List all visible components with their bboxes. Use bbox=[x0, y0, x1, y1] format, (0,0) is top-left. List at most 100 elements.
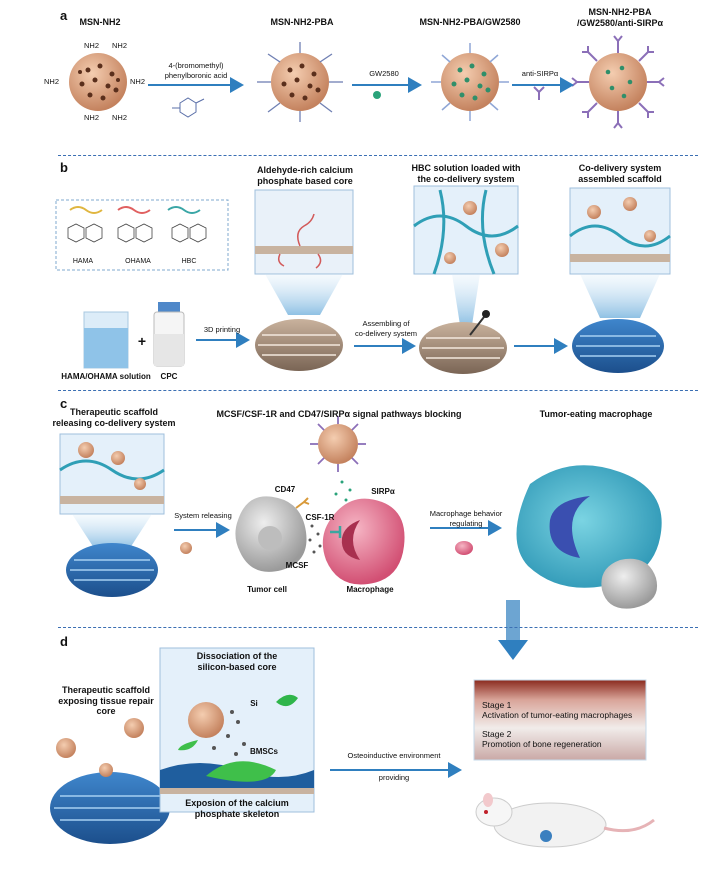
zoom-hbc bbox=[413, 185, 519, 325]
solution-label: HAMA/OHAMA solution bbox=[61, 372, 151, 381]
osteo-1: Osteoinductive environment bbox=[347, 751, 441, 760]
macrophage-label: Macrophage bbox=[346, 585, 394, 594]
pathway-title: MCSF/CSF-1R and CD47/SIRPα signal pathwa… bbox=[216, 409, 462, 419]
macrophage bbox=[322, 498, 405, 585]
panel-a-letter: a bbox=[60, 8, 68, 23]
exposion-2: phosphate skeleton bbox=[194, 809, 280, 819]
cpc-vial bbox=[153, 302, 185, 367]
polymer-hama: HAMA bbox=[72, 258, 94, 265]
divider-cd bbox=[58, 627, 698, 628]
msn-nh2-particle bbox=[69, 53, 127, 111]
zoom-core bbox=[254, 189, 354, 315]
core-title-2: phosphate based core bbox=[257, 176, 353, 186]
stage1-text: Activation of tumor-eating macrophages bbox=[482, 710, 633, 720]
bmsc-cell-small bbox=[178, 740, 198, 751]
title-msn-antibody-1: MSN-NH2-PBA bbox=[588, 7, 652, 17]
cpc-label: CPC bbox=[160, 372, 178, 381]
mcsf-label: MCSF bbox=[285, 561, 309, 570]
mcsf-dots bbox=[308, 524, 322, 554]
csf1r-label: CSF-1R bbox=[305, 513, 335, 522]
zoom-assembled bbox=[569, 187, 671, 318]
title-msn-antibody-2: /GW2580/anti-SIRPα bbox=[576, 18, 664, 28]
assembled-title-2: assembled scaffold bbox=[578, 174, 662, 184]
core-title-1: Aldehyde-rich calcium bbox=[256, 165, 354, 175]
cd47-receptor bbox=[295, 497, 310, 509]
scaffold-blue-c bbox=[66, 543, 158, 597]
scaffold-release-title-1: Therapeutic scaffold bbox=[69, 407, 159, 417]
nh2-label-6: NH2 bbox=[112, 113, 128, 122]
reagent-gw2580: GW2580 bbox=[369, 69, 399, 78]
si-label: Si bbox=[250, 699, 258, 708]
arrow-down-shaft bbox=[506, 600, 520, 640]
nh2-label-1: NH2 bbox=[84, 41, 100, 50]
title-msn-gw2580: MSN-NH2-PBA/GW2580 bbox=[419, 17, 521, 27]
divider-bc bbox=[58, 390, 698, 391]
bromomethyl-pba-structure bbox=[172, 97, 205, 118]
hbc-title-1: HBC solution loaded with bbox=[411, 163, 521, 173]
d-scaffold-title-1: Therapeutic scaffold bbox=[61, 685, 151, 695]
nh2-label-5: NH2 bbox=[84, 113, 100, 122]
osteo-2: providing bbox=[378, 773, 410, 782]
zoom-release bbox=[59, 433, 165, 548]
scaffold-blue-d bbox=[50, 772, 170, 844]
printing-label: 3D printing bbox=[203, 325, 241, 334]
divider-ab bbox=[58, 155, 698, 156]
bmscs-label: BMSCs bbox=[249, 747, 278, 756]
scaffold-release-title-2: releasing co-delivery system bbox=[52, 418, 176, 428]
reagent-pba-2: phenylboronic acid bbox=[164, 71, 228, 80]
csf1r-receptor bbox=[330, 526, 342, 538]
stage2-text: Promotion of bone regeneration bbox=[482, 739, 602, 749]
scaffold-brown-1 bbox=[255, 319, 343, 371]
nh2-label-3: NH2 bbox=[44, 77, 60, 86]
behavior-1: Macrophage behavior bbox=[429, 509, 503, 518]
bone-tissue-panel bbox=[473, 679, 647, 761]
gw2580-molecule bbox=[373, 91, 381, 99]
stage2-label: Stage 2 bbox=[482, 729, 512, 739]
tumor-eating-macrophage bbox=[516, 465, 662, 609]
nh2-label-4: NH2 bbox=[130, 77, 146, 86]
system-releasing: System releasing bbox=[174, 511, 232, 520]
scaffold-blue-b bbox=[572, 319, 664, 373]
hbc-title-2: the co-delivery system bbox=[417, 174, 515, 184]
dissociation-box bbox=[159, 647, 315, 813]
tumor-cell bbox=[235, 496, 307, 572]
dissociation-1: Dissociation of the bbox=[196, 651, 278, 661]
msn-nh2-pba-particle bbox=[257, 42, 343, 122]
msn-gw2580-particle bbox=[431, 43, 509, 121]
small-macrophage bbox=[455, 541, 473, 555]
panel-b-letter: b bbox=[60, 160, 68, 175]
antibody-icon bbox=[533, 86, 545, 100]
sirpa-label: SIRPα bbox=[371, 487, 395, 496]
title-msn-nh2-pba: MSN-NH2-PBA bbox=[270, 17, 334, 27]
assembling-1: Assembling of bbox=[362, 319, 410, 328]
released-particle bbox=[180, 542, 192, 554]
exposion-1: Exposion of the calcium bbox=[185, 798, 289, 808]
panel-d-letter: d bbox=[60, 634, 68, 649]
tumor-cell-label: Tumor cell bbox=[247, 585, 287, 594]
title-msn-nh2: MSN-NH2 bbox=[79, 17, 121, 27]
floating-particles bbox=[56, 718, 144, 777]
tem-title: Tumor-eating macrophage bbox=[539, 409, 653, 419]
msn-antibody-particle bbox=[571, 35, 665, 129]
d-scaffold-title-2: exposing tissue repair core bbox=[58, 696, 154, 716]
released-msn-c bbox=[310, 416, 366, 502]
panel-c-letter: c bbox=[60, 396, 68, 411]
plus-sign: + bbox=[137, 333, 147, 349]
polymer-hbc: HBC bbox=[181, 258, 197, 265]
assembling-2: co-delivery system bbox=[354, 329, 418, 338]
reagent-pba-1: 4-(bromomethyl) bbox=[168, 61, 224, 70]
reagent-anti-sirpa: anti-SIRPα bbox=[521, 69, 559, 78]
dissociation-2: silicon-based core bbox=[197, 662, 277, 672]
arrow-down-head bbox=[498, 640, 528, 660]
cd47-label: CD47 bbox=[274, 485, 296, 494]
rat bbox=[475, 793, 655, 848]
assembled-title-1: Co-delivery system bbox=[578, 163, 662, 173]
polymer-ohama: OHAMA bbox=[125, 258, 151, 265]
polymer-box bbox=[55, 199, 229, 271]
nh2-label-2: NH2 bbox=[112, 41, 128, 50]
scaffold-brown-2 bbox=[419, 310, 507, 374]
beaker bbox=[83, 311, 129, 369]
stage1-label: Stage 1 bbox=[482, 700, 512, 710]
behavior-2: regulating bbox=[449, 519, 483, 528]
